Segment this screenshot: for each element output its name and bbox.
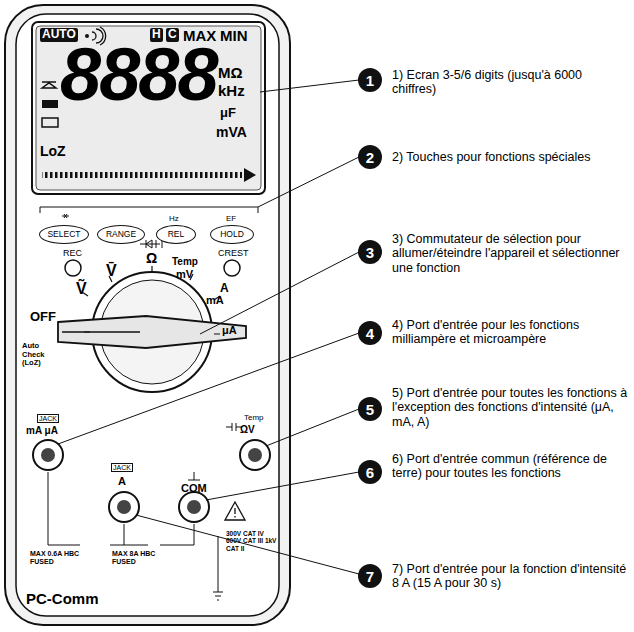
display-indicator: LoZ [40,143,66,159]
fuse-rating: MAX 8A HBC FUSED [112,550,158,566]
dial-position: mA [206,294,224,307]
callout-number: 4 [366,325,374,342]
dial-position: Temp [172,256,198,268]
jack-label: mA μA [26,425,58,437]
jack-label: COM [181,482,207,495]
function-button: REL [156,225,196,244]
callout-circle: 3 [358,240,382,264]
callout-description: 1) Ecran 3-5/6 digits (jusqu'à 6000 chif… [392,68,628,97]
dial-position: Auto Check (LoZ) [22,342,62,368]
display-unit: μF [220,106,236,121]
callout-description: 6) Port d'entrée commun (référence de te… [392,452,628,481]
function-button: SELECT [39,225,89,244]
display-unit: mVA [216,124,247,140]
callout-circle: 7 [358,564,382,588]
button-label: REC [63,248,82,258]
callout-number: 7 [366,568,374,585]
display-unit: kHz [218,82,245,99]
callout-circle: 5 [358,397,382,421]
callout-number: 1 [366,72,374,89]
callout-number: 3 [366,244,374,261]
callout-circle: 2 [358,145,382,169]
callout-circle: 1 [358,68,382,92]
brand-name: PC-Comm [26,590,99,607]
jack-label: Temp [244,413,264,422]
dial-position: Ω [146,250,157,266]
display-digits: 8888 [60,38,217,112]
dial-position: mV [176,268,193,281]
button-label: SELECT [47,229,80,239]
function-button: HOLD [210,225,254,244]
display-unit: MΩ [218,64,243,81]
callout-circle: 6 [358,460,382,484]
dial-position: Ṽ [76,280,87,298]
function-button: RANGE [97,225,145,244]
callout-circle: 4 [358,321,382,345]
callout-description: 5) Port d'entrée pour toutes les fonctio… [392,386,628,429]
dial-position: V̄ [106,262,117,280]
callout-number: 6 [366,464,374,481]
button-label: REL [168,229,185,239]
dial-position: A [220,282,229,296]
jack-label: A [118,475,126,488]
callout-description: 7) Port d'entrée pour la fonction d'inte… [392,562,628,591]
safety-rating: 300V CAT IV 600V CAT III 1kV CAT II [226,530,278,552]
button-alt-label: EF [226,214,236,223]
callout-number: 5 [366,401,374,418]
jack-label: ΩV [240,424,255,436]
display-indicator: MIN [220,27,248,44]
jack-marking: JACK [37,414,59,423]
callout-description: 3) Commutateur de sélection pour allumer… [392,232,628,275]
callout-description: 4) Port d'entrée pour les fonctions mill… [392,318,628,347]
jack-marking: JACK [111,463,133,472]
callout-description: 2) Touches pour fonctions spéciales [392,150,628,164]
dial-position: μA [222,324,237,337]
fuse-rating: MAX 0.6A HBC FUSED [30,550,88,566]
button-label: CREST [218,248,249,258]
button-alt-label: Hz [169,214,179,223]
button-label: HOLD [220,229,244,239]
callout-number: 2 [366,149,374,166]
dial-position: OFF [30,310,56,325]
button-label: RANGE [106,229,136,239]
